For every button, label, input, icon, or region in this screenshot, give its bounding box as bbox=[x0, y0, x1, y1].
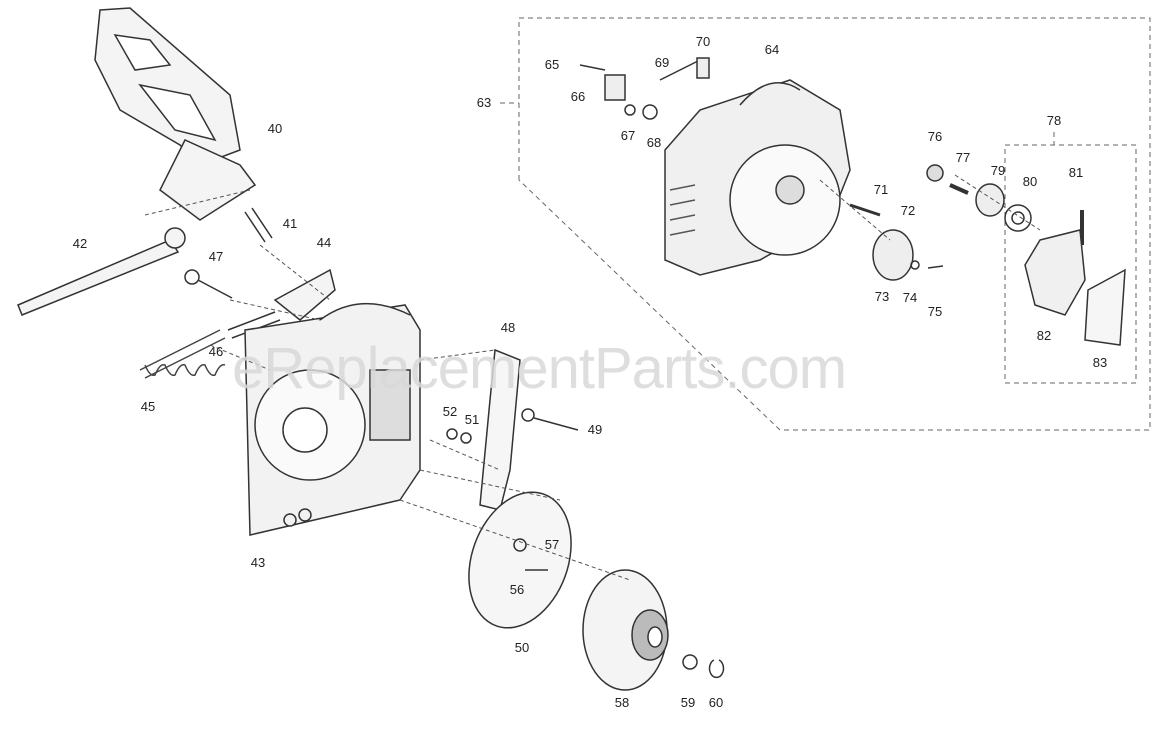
callout-51: 51 bbox=[464, 412, 480, 427]
callout-49: 49 bbox=[587, 422, 603, 437]
sprocket-drum-58 bbox=[582, 569, 669, 691]
callout-80: 80 bbox=[1022, 174, 1038, 189]
spring-41 bbox=[244, 207, 273, 243]
group-box-63 bbox=[500, 17, 1151, 431]
callout-63: 63 bbox=[476, 95, 492, 110]
callout-48: 48 bbox=[500, 320, 516, 335]
callout-77: 77 bbox=[955, 150, 971, 165]
callout-76: 76 bbox=[927, 129, 943, 144]
callout-44: 44 bbox=[316, 235, 332, 250]
callout-68: 68 bbox=[646, 135, 662, 150]
callout-41: 41 bbox=[282, 216, 298, 231]
callout-43: 43 bbox=[250, 555, 266, 570]
clip-60 bbox=[708, 659, 725, 679]
callout-56: 56 bbox=[509, 582, 525, 597]
callout-65: 65 bbox=[544, 57, 560, 72]
clutch-cover-43 bbox=[244, 302, 421, 536]
callout-67: 67 bbox=[620, 128, 636, 143]
callout-72: 72 bbox=[900, 203, 916, 218]
callout-40: 40 bbox=[267, 121, 283, 136]
clutch-drum-cover-50 bbox=[468, 491, 572, 629]
callout-52: 52 bbox=[442, 404, 458, 419]
front-handle-part bbox=[94, 7, 257, 221]
callout-81: 81 bbox=[1068, 165, 1084, 180]
small-parts-top bbox=[579, 57, 1084, 281]
cover-82 bbox=[1024, 229, 1086, 316]
callout-78: 78 bbox=[1046, 113, 1062, 128]
bolt-47 bbox=[184, 269, 233, 299]
callout-71: 71 bbox=[873, 182, 889, 197]
link-44 bbox=[273, 268, 336, 321]
watermark: eReplacementParts.com bbox=[232, 336, 847, 401]
callout-82: 82 bbox=[1036, 328, 1052, 343]
callout-50: 50 bbox=[514, 640, 530, 655]
nut-51 bbox=[460, 432, 472, 444]
callout-59: 59 bbox=[680, 695, 696, 710]
callout-74: 74 bbox=[902, 290, 918, 305]
callout-73: 73 bbox=[874, 289, 890, 304]
group-box-78 bbox=[1004, 132, 1137, 384]
callout-75: 75 bbox=[927, 304, 943, 319]
callout-60: 60 bbox=[708, 695, 724, 710]
callout-58: 58 bbox=[614, 695, 630, 710]
lever-part bbox=[17, 227, 186, 316]
callout-46: 46 bbox=[208, 344, 224, 359]
callout-45: 45 bbox=[140, 399, 156, 414]
chain-cover-64 bbox=[664, 79, 851, 276]
callout-66: 66 bbox=[570, 89, 586, 104]
callout-42: 42 bbox=[72, 236, 88, 251]
callout-69: 69 bbox=[654, 55, 670, 70]
washer-59 bbox=[682, 654, 698, 670]
plate-83 bbox=[1084, 268, 1126, 346]
spring-45 bbox=[139, 329, 226, 379]
bolt-49 bbox=[521, 408, 579, 431]
washer-52 bbox=[446, 428, 458, 440]
callout-47: 47 bbox=[208, 249, 224, 264]
callout-57: 57 bbox=[544, 537, 560, 552]
callout-79: 79 bbox=[990, 163, 1006, 178]
callout-64: 64 bbox=[764, 42, 780, 57]
callout-70: 70 bbox=[695, 34, 711, 49]
callout-83: 83 bbox=[1092, 355, 1108, 370]
